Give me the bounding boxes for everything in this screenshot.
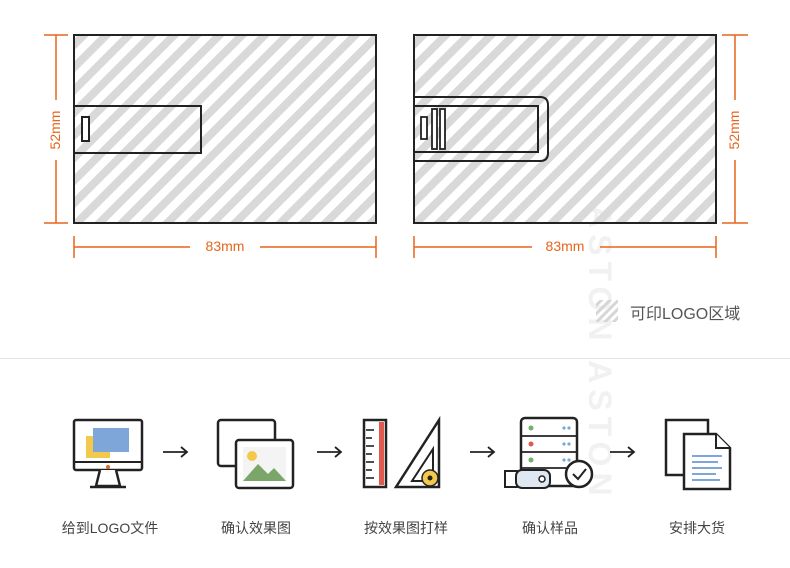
front-height-label: 52mm bbox=[47, 110, 63, 150]
arrow-icon bbox=[470, 446, 496, 458]
arrow-icon bbox=[317, 446, 343, 458]
picture-icon bbox=[216, 418, 295, 490]
section-divider bbox=[0, 358, 790, 359]
step-label-4: 确认样品 bbox=[522, 520, 578, 536]
legend-label: 可印LOGO区域 bbox=[630, 306, 741, 323]
step-label-1: 给到LOGO文件 bbox=[61, 520, 159, 536]
front-width-dimension bbox=[73, 236, 377, 258]
step-label-3: 按效果图打样 bbox=[364, 520, 448, 536]
monitor-icon bbox=[72, 418, 144, 489]
step-label-2: 确认效果图 bbox=[221, 520, 291, 536]
arrow-icon bbox=[610, 446, 636, 458]
step-label-5: 安排大货 bbox=[669, 520, 725, 536]
front-width-label: 83mm bbox=[205, 238, 245, 254]
ruler-icon bbox=[362, 415, 441, 489]
back-height-label: 52mm bbox=[726, 110, 742, 150]
legend-swatch bbox=[596, 300, 618, 322]
arrow-icon bbox=[163, 446, 189, 458]
card-front bbox=[73, 34, 377, 224]
front-height-dimension bbox=[44, 34, 68, 224]
usb-check-icon bbox=[504, 416, 594, 489]
back-width-label: 83mm bbox=[545, 238, 585, 254]
card-back bbox=[413, 34, 717, 224]
documents-icon bbox=[664, 418, 732, 491]
back-height-dimension bbox=[722, 34, 748, 224]
back-width-dimension bbox=[413, 236, 717, 258]
